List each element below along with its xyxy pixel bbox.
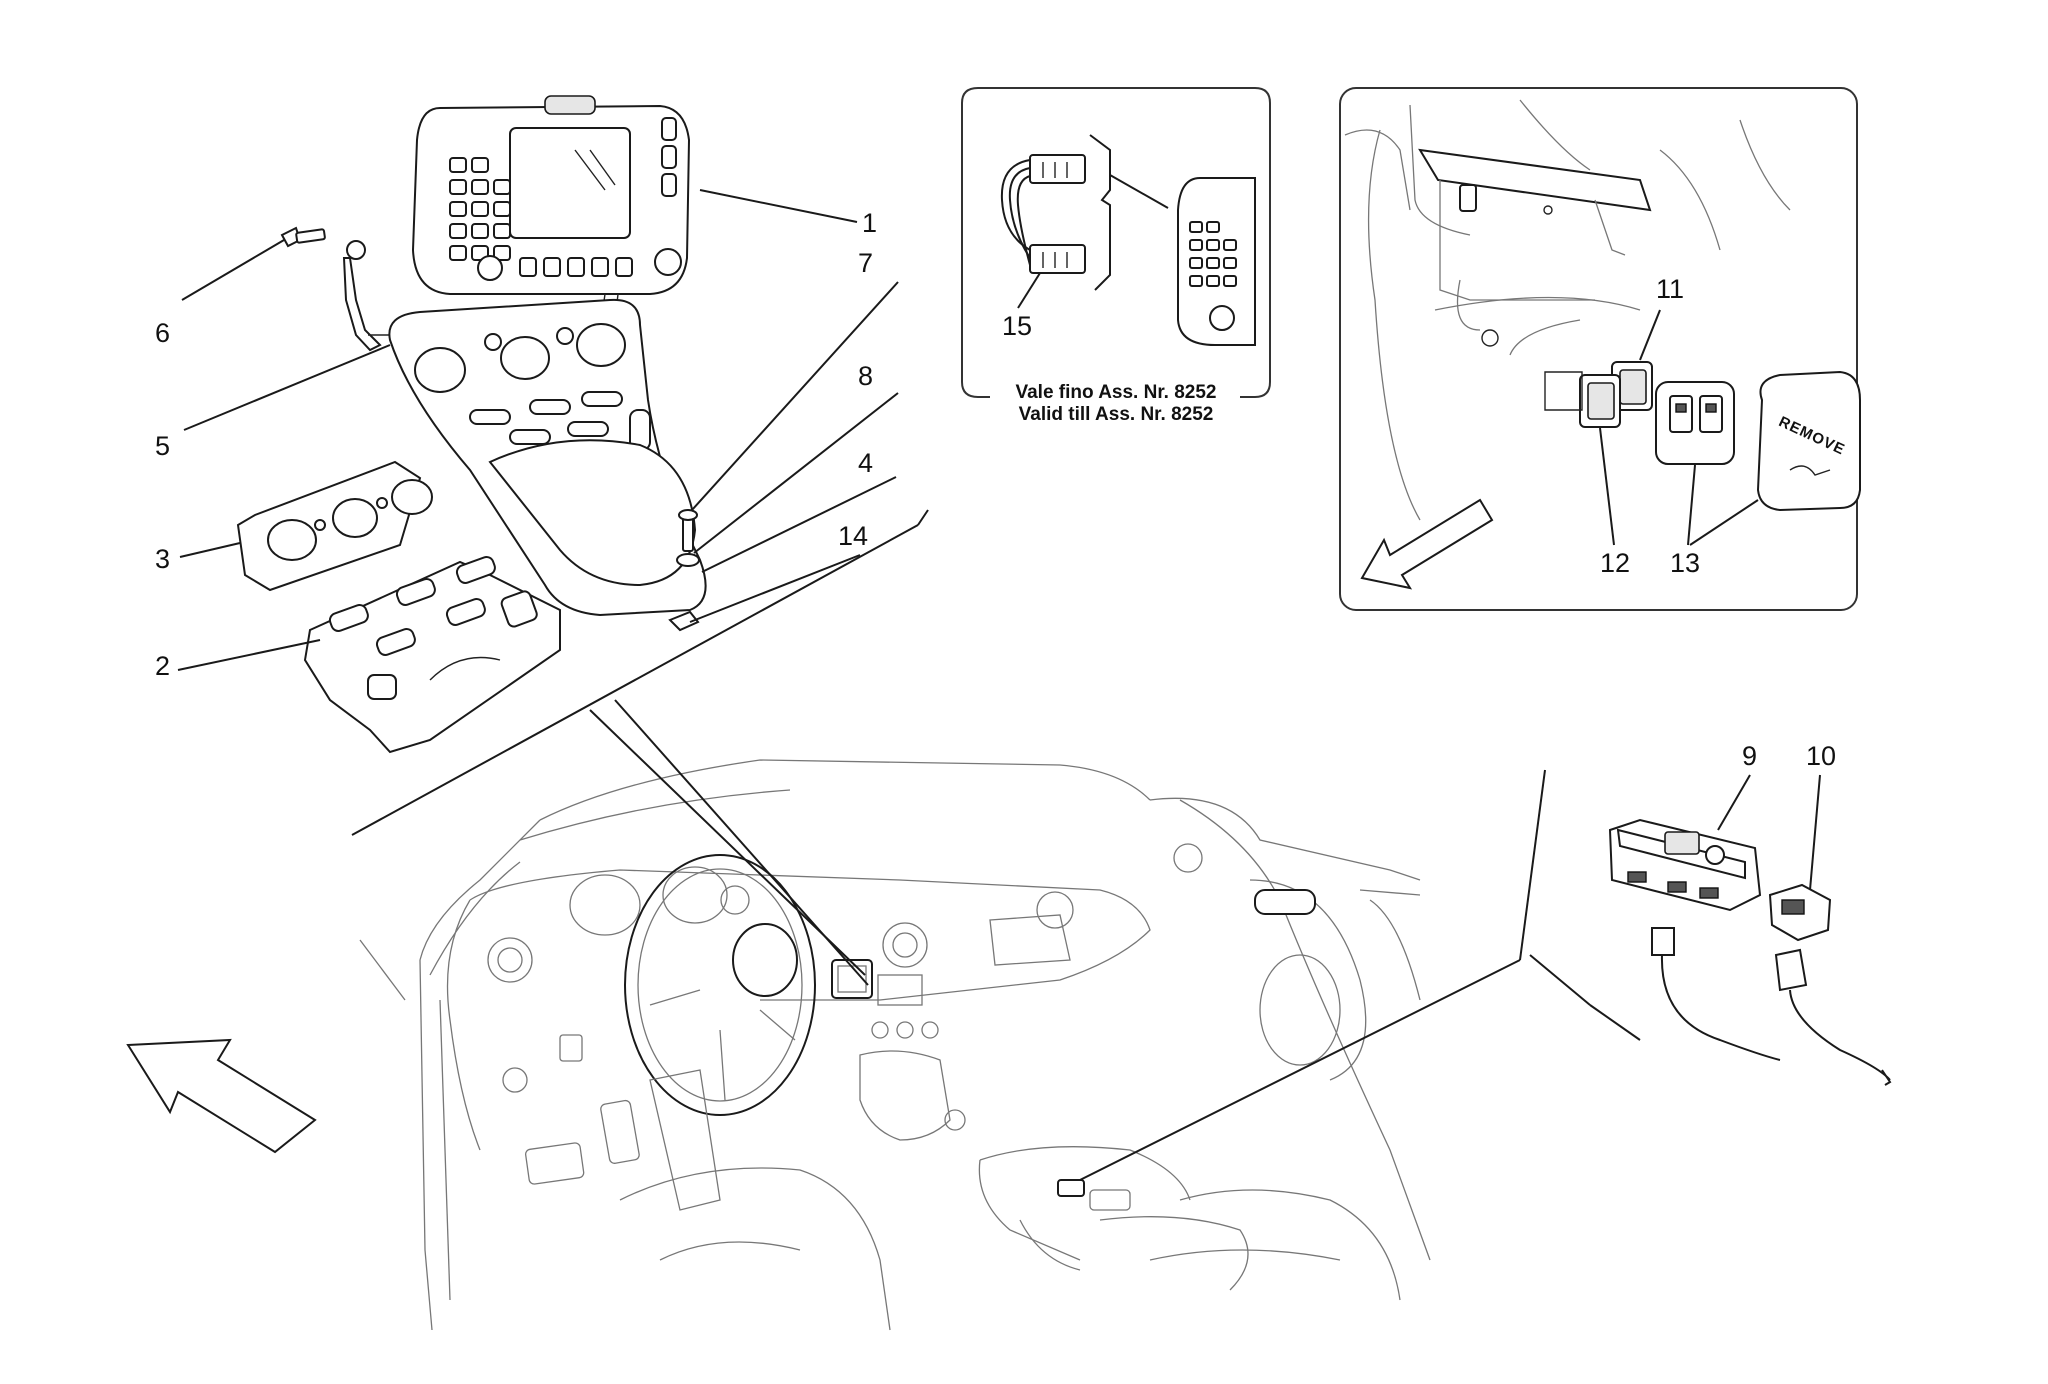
leader-10 [1809, 774, 1821, 891]
callout-10: 10 [1806, 741, 1836, 771]
climate-control-part-3 [236, 460, 433, 592]
switch-bezel-part-13 [1655, 381, 1735, 465]
leader-12 [1599, 427, 1615, 546]
callout-11: 11 [1656, 274, 1684, 304]
screw-part-6 [280, 226, 326, 248]
switch-panel-part-2 [303, 555, 561, 754]
callout-1: 1 [862, 208, 877, 238]
clip-part-14 [668, 610, 700, 632]
switch-part-11 [1611, 361, 1653, 411]
leader-9 [1717, 774, 1751, 831]
callout-15: 15 [1002, 311, 1032, 341]
validity-note-it: Vale fino Ass. Nr. 8252 [1015, 382, 1216, 403]
callout-2: 2 [155, 651, 170, 681]
callout-14: 14 [838, 521, 868, 551]
switch-part-12 [1544, 371, 1621, 428]
callout-13: 13 [1670, 548, 1700, 578]
callout-12: 12 [1600, 548, 1630, 578]
callout-5: 5 [155, 431, 170, 461]
direction-arrow-icon [1360, 498, 1494, 590]
car-interior-view [359, 759, 1431, 1331]
switch-part-10 [1768, 883, 1892, 1086]
cover-part-13: REMOVE [1756, 370, 1861, 512]
center-console-frame [388, 298, 707, 617]
leader-lines-top-left [177, 189, 899, 671]
connector-a [1029, 154, 1086, 184]
callout-9: 9 [1742, 741, 1757, 771]
callout-7: 7 [858, 248, 873, 278]
callout-4: 4 [858, 448, 873, 478]
leader-13b [1689, 499, 1759, 546]
leader-15 [1017, 272, 1041, 309]
validity-note-en: Valid till Ass. Nr. 8252 [1019, 404, 1214, 425]
connector-b [1029, 244, 1086, 274]
switch-part-9 [1608, 818, 1781, 1061]
washer-part-8 [676, 553, 700, 567]
display-unit-detail [1177, 177, 1256, 346]
callout-3: 3 [155, 544, 170, 574]
screw-part-7 [678, 509, 698, 552]
pointer-lines-main [351, 509, 1641, 1181]
leader-11 [1639, 309, 1661, 361]
leader-13a [1687, 464, 1696, 546]
callout-8: 8 [858, 361, 873, 391]
inset-harness-panel [961, 87, 1271, 398]
inset-glovebox-panel: REMOVE [1339, 87, 1861, 611]
wire-bundle [1000, 159, 1031, 266]
display-unit-part-1 [411, 95, 691, 331]
callout-6: 6 [155, 318, 170, 348]
glovebox-sketch [1344, 99, 1791, 521]
main-direction-arrow-icon [126, 1038, 317, 1154]
